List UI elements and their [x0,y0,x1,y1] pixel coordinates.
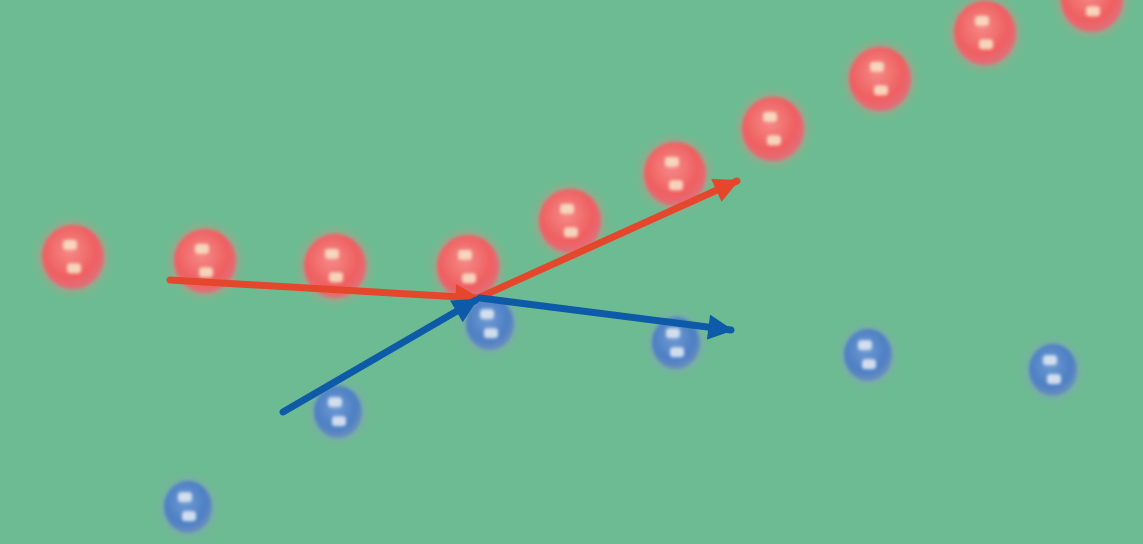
red-outgoing-velocity-arrow [474,177,741,302]
red-ball [433,231,503,303]
red-ball [535,185,605,257]
red-ball [845,43,915,115]
red-ball [1057,0,1127,36]
red-ball [640,138,710,210]
blue-outgoing-velocity-arrow [476,294,735,340]
blue-ball [160,477,216,537]
red-ball [300,230,370,302]
blue-ball [1025,340,1081,400]
red-ball [38,221,108,293]
red-ball [950,0,1020,69]
red-ball-trail [38,0,1127,303]
red-incoming-velocity-arrow [166,276,482,310]
blue-ball [310,382,366,442]
blue-incoming-velocity-arrow [279,296,480,416]
blue-ball-trail [160,294,1081,537]
red-ball [738,93,808,165]
blue-ball [840,325,896,385]
